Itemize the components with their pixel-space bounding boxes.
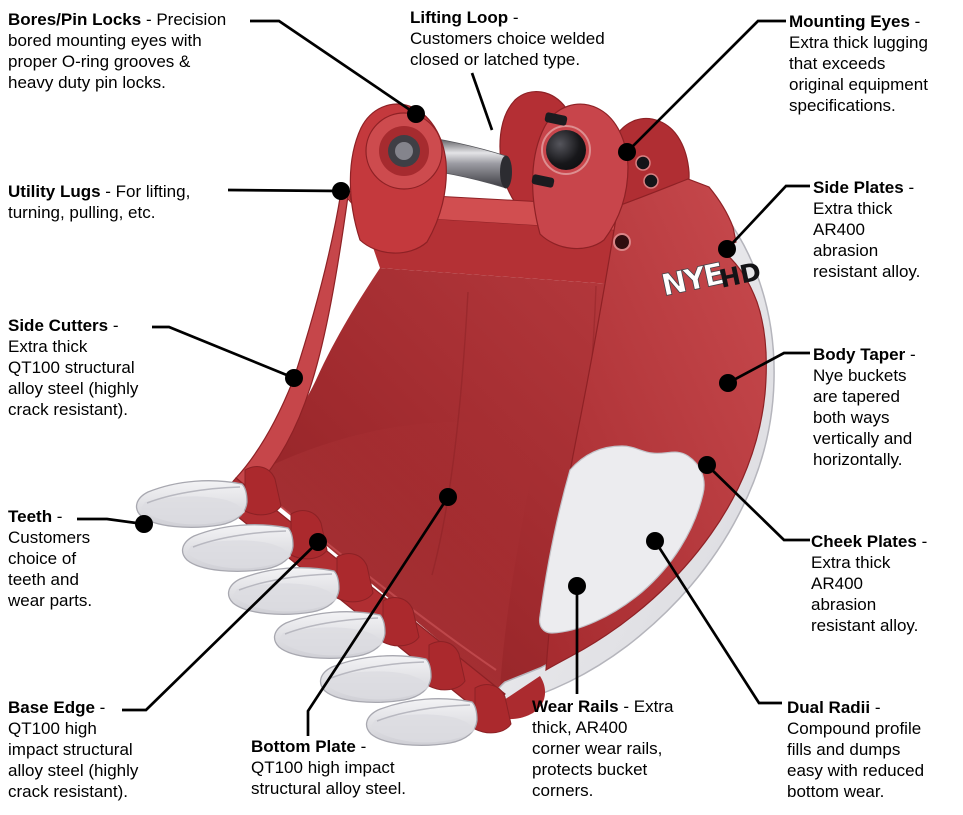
callout-cheek-plates: Cheek Plates - Extra thick AR400 abrasio… <box>811 531 963 636</box>
callout-side-plates: Side Plates - Extra thick AR400 abrasion… <box>813 177 961 282</box>
callout-title: Bores/Pin Locks <box>8 10 142 29</box>
callout-desc: - Extra thick, AR400 corner wear rails, … <box>532 697 674 800</box>
callout-body-taper: Body Taper - Nye buckets are tapered bot… <box>813 344 961 470</box>
callout-desc: - Extra thick QT100 structural alloy ste… <box>8 316 139 419</box>
leader-side-plates <box>718 184 810 258</box>
leader-mounting-eyes <box>618 19 786 161</box>
callout-desc: - Precision bored mounting eyes with pro… <box>8 10 227 92</box>
callout-title: Dual Radii <box>787 698 871 717</box>
leader-wear-rails <box>568 577 586 694</box>
leader-base-edge <box>122 533 327 712</box>
callout-side-cutters: Side Cutters - Extra thick QT100 structu… <box>8 315 198 420</box>
callout-title: Side Plates <box>813 178 904 197</box>
floor-front-highlight <box>249 481 497 671</box>
callout-desc: - Customers choice of teeth and wear par… <box>8 507 93 610</box>
pin-end-shadow <box>500 155 512 189</box>
callout-dual-radii: Dual Radii - Compound profile fills and … <box>787 697 961 802</box>
pin-lock-clip-icon <box>544 112 568 126</box>
callout-wear-rails: Wear Rails - Extra thick, AR400 corner w… <box>532 696 718 801</box>
callout-leader-lines <box>77 19 810 736</box>
callout-title: Mounting Eyes <box>789 12 910 31</box>
callout-bottom-plate: Bottom Plate - QT100 high impact structu… <box>251 736 463 799</box>
callout-desc: - Customers choice welded closed or latc… <box>410 8 605 69</box>
callout-title: Body Taper <box>813 345 906 364</box>
leader-body-taper <box>719 351 810 392</box>
callout-desc: - Nye buckets are tapered both ways vert… <box>813 345 916 469</box>
leader-bottom-plate <box>306 488 457 736</box>
leader-side-cutters <box>152 325 303 387</box>
callout-desc: - QT100 high impact structural alloy ste… <box>8 698 139 801</box>
callout-title: Side Cutters <box>8 316 109 335</box>
callout-lifting-loop: Lifting Loop - Customers choice welded c… <box>410 7 642 70</box>
callout-bores-pin-locks: Bores/Pin Locks - Precision bored mounti… <box>8 9 270 93</box>
callout-title: Teeth <box>8 507 53 526</box>
mounting-eye-bore-ring <box>541 125 591 175</box>
mounting-eye-bore-icon <box>546 130 586 170</box>
callout-title: Wear Rails <box>532 697 619 716</box>
callout-teeth: Teeth - Customers choice of teeth and we… <box>8 506 138 611</box>
callout-desc: - Compound profile fills and dumps easy … <box>787 698 925 801</box>
pin-lock-clip-icon <box>531 174 555 188</box>
callout-title: Bottom Plate <box>251 737 356 756</box>
leader-lifting-loop <box>470 72 494 131</box>
callout-base-edge: Base Edge - QT100 high impact structural… <box>8 697 198 802</box>
leader-utility-lugs <box>227 182 350 200</box>
leader-cheek-plates <box>698 456 810 542</box>
callout-desc: - For lifting, turning, pulling, etc. <box>8 182 191 222</box>
leader-bores-pin-locks <box>250 19 425 123</box>
callout-desc: - Extra thick AR400 abrasion resistant a… <box>811 532 928 635</box>
leader-teeth <box>77 515 153 533</box>
interior-seam <box>431 291 469 576</box>
callout-desc: - Extra thick lugging that exceeds origi… <box>789 12 928 115</box>
rear-lug-bore-icon <box>643 173 659 189</box>
callout-desc: - Extra thick AR400 abrasion resistant a… <box>813 178 921 281</box>
pin-end-center <box>395 142 413 160</box>
callout-mounting-eyes: Mounting Eyes - Extra thick lugging that… <box>789 11 959 116</box>
callout-title: Lifting Loop <box>410 8 509 27</box>
side-plate-bore-icon <box>613 233 631 251</box>
leader-dual-radii <box>646 532 782 705</box>
bucket-illustration: NYE HD <box>135 91 775 747</box>
rear-lug-bore-icon <box>635 155 651 171</box>
callout-desc: - QT100 high impact structural alloy ste… <box>251 737 406 798</box>
callout-title: Cheek Plates <box>811 532 917 551</box>
callout-title: Base Edge <box>8 698 95 717</box>
bucket-bottom-plate-floor <box>246 421 540 690</box>
callout-utility-lugs: Utility Lugs - For lifting, turning, pul… <box>8 181 244 223</box>
callout-title: Utility Lugs <box>8 182 101 201</box>
